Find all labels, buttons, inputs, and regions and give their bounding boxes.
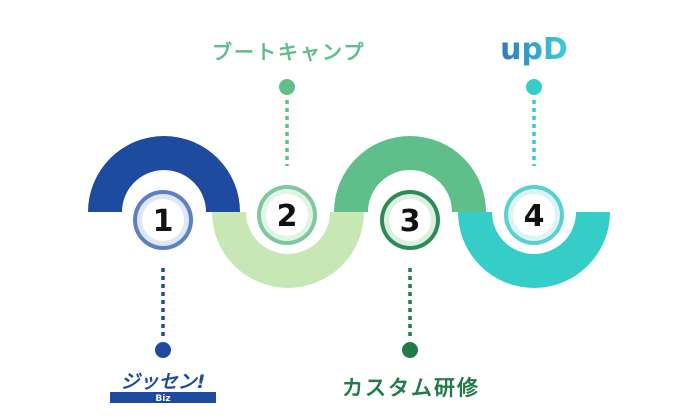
jissen-logo-text: ジッセン!	[121, 371, 206, 393]
step-circle-3: 3	[376, 186, 444, 254]
jissen-biz-logo: ジッセン! Biz	[110, 371, 216, 404]
wave-segment-3	[334, 136, 486, 212]
step-number-4: 4	[524, 199, 545, 234]
jissen-logo-sub: Biz	[155, 394, 170, 404]
connector-3	[402, 268, 418, 358]
upd-logo-text: upD	[500, 32, 568, 67]
step-number-1: 1	[153, 204, 174, 239]
connector-2	[279, 79, 295, 166]
step-circle-1: 1	[129, 186, 197, 254]
connector-4	[526, 79, 542, 166]
connector-1	[155, 268, 171, 358]
wave-segment-1	[88, 136, 240, 212]
upd-logo: upD	[500, 32, 568, 67]
label-bootcamp: ブートキャンプ	[212, 40, 366, 64]
step-circle-2: 2	[253, 181, 321, 249]
wave-segment-4	[458, 212, 610, 288]
step-number-2: 2	[277, 199, 298, 234]
step-circle-4: 4	[500, 181, 568, 249]
wave-segment-2	[212, 212, 364, 288]
label-custom-training: カスタム研修	[342, 376, 480, 400]
step-number-3: 3	[400, 204, 421, 239]
